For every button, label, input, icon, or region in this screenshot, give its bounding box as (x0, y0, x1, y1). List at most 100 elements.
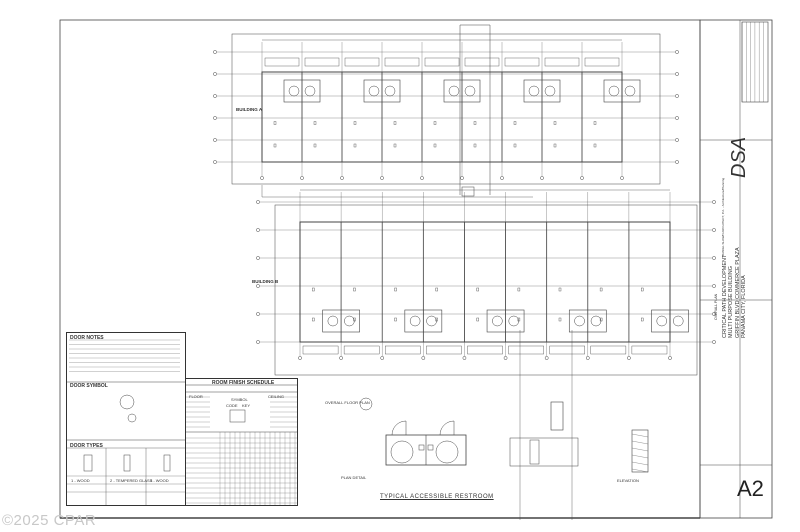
project-line-4: PANAMA CITY, FLORIDA (740, 275, 747, 338)
canopy (584, 57, 620, 67)
door-types-title: DOOR TYPES (70, 443, 103, 449)
column (513, 121, 517, 125)
door-notes-panel: DOOR NOTES DOOR SYMBOL DOOR TYPES 1 - WO… (66, 332, 186, 506)
key-label: KEY (242, 403, 251, 408)
canopy (384, 57, 420, 67)
fixture (528, 85, 540, 97)
column (353, 317, 356, 322)
grid-bubble (675, 50, 679, 54)
grid-bubble (544, 356, 549, 360)
grid-bubble (260, 176, 264, 180)
door-symbol-circle (127, 413, 137, 423)
canopy (549, 345, 585, 355)
door-swing (391, 420, 407, 436)
grid-bubble (213, 72, 217, 76)
column (433, 121, 437, 125)
hatch (631, 454, 649, 459)
floor-label: FLOOR (189, 394, 203, 399)
grid-bubble (580, 176, 584, 180)
fixture (590, 315, 602, 327)
project-line-3: GRIFFIN BLVD COMMERCE PLAZA (734, 247, 741, 338)
fixture (384, 85, 396, 97)
door-type-3: 3 - WOOD (150, 478, 169, 483)
column (393, 121, 397, 125)
fixture (426, 315, 437, 327)
ceiling-label: CEILING (268, 394, 285, 399)
grid-bubble (420, 176, 424, 180)
mirror-dispenser (550, 401, 564, 431)
door-symbol-title: DOOR SYMBOL (70, 383, 108, 389)
building-a-label: BUILDING A (236, 107, 263, 112)
lavatory (418, 444, 425, 451)
grid-bubble (380, 356, 385, 360)
grid-bubble (675, 138, 679, 142)
fixture (608, 85, 620, 97)
grid-bubble (503, 356, 508, 360)
overall-floor-plan-label: OVERALL FLOOR PLAN (325, 400, 370, 405)
column (273, 143, 277, 148)
grid-bubble (213, 160, 217, 164)
fixture (544, 85, 556, 97)
column (393, 143, 397, 148)
site-symbol (461, 186, 475, 197)
plan-detail-label: PLAN DETAIL (341, 475, 367, 480)
hatch (631, 468, 649, 473)
column (476, 287, 479, 292)
restroom-core (322, 309, 360, 333)
canopy (464, 57, 500, 67)
fixture (344, 315, 355, 327)
door-swing (439, 420, 455, 436)
grid-bubble (675, 160, 679, 164)
grid-bubble (340, 176, 344, 180)
grid-bubble (675, 94, 679, 98)
column (558, 287, 562, 292)
column (433, 143, 437, 148)
grid-bubble (213, 116, 217, 120)
restroom-core (486, 309, 525, 333)
column (641, 287, 644, 292)
grid-bubble (213, 50, 217, 54)
fixture (464, 85, 476, 97)
column (593, 143, 597, 148)
column (641, 317, 644, 322)
grid-bubble (712, 340, 716, 344)
restroom-core (523, 79, 561, 103)
fixture (327, 315, 339, 327)
grid-bubble (712, 312, 716, 316)
canopy (385, 345, 421, 355)
canopy (302, 345, 339, 355)
firm-info: DANIEL SHAWN ARCHITECT, P.A. - Architect… (721, 177, 725, 256)
building-a-outline (261, 71, 623, 163)
grid-bubble (540, 176, 544, 180)
canopy (508, 345, 544, 355)
grid-bubble (620, 176, 624, 180)
grid-bubble (213, 94, 217, 98)
grid-bubble (500, 176, 504, 180)
building-b-grid-frame (274, 204, 698, 376)
building-b-outline (299, 221, 671, 343)
fixture (624, 85, 636, 97)
canopy (264, 57, 300, 67)
grid-bubble (675, 116, 679, 120)
column (517, 317, 521, 322)
column (513, 143, 517, 148)
fixture (574, 315, 585, 327)
column (313, 143, 317, 148)
column (473, 121, 477, 125)
building-a-grid-frame (231, 33, 661, 185)
wall-section (631, 429, 649, 473)
restroom-core (363, 79, 401, 103)
column (312, 317, 315, 322)
canopy (424, 57, 460, 67)
grid-bubble (421, 356, 426, 360)
grid-bubble (675, 72, 679, 76)
firm-logo: DSA (728, 136, 750, 178)
fixture (672, 315, 684, 327)
restroom-core (404, 309, 443, 333)
sheet-number: A2 (737, 476, 764, 501)
door-notes-title: DOOR NOTES (70, 335, 104, 341)
column (435, 287, 438, 292)
grid-bubble (256, 284, 260, 288)
canopy (304, 57, 340, 67)
grid-bubble (585, 356, 590, 360)
